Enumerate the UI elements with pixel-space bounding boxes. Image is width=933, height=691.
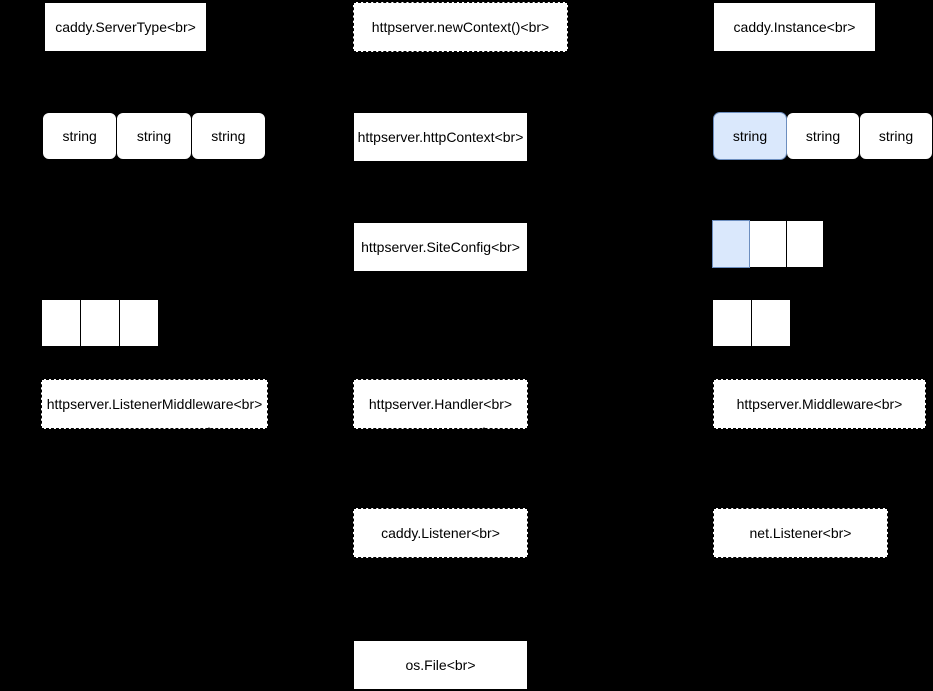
struct-cell-label: string — [805, 128, 841, 144]
struct-cell[interactable] — [749, 220, 787, 268]
node-net-listener[interactable]: net.Listener<br> — [713, 508, 888, 558]
node-label: httpserver.Middleware<br> — [736, 395, 903, 412]
struct-cell-label: string — [878, 128, 914, 144]
struct-cell[interactable] — [119, 299, 159, 347]
struct-instance-empty-three[interactable] — [712, 220, 827, 271]
node-label: caddy.Listener<br> — [381, 524, 500, 541]
struct-cell-selected[interactable]: string — [713, 112, 787, 160]
node-httpserver-httpcontext[interactable]: httpserver.httpContext<br> — [353, 112, 528, 162]
struct-cell-label: string — [62, 128, 97, 144]
node-label: httpserver.newContext()<br> — [371, 18, 550, 35]
arrow-strings-to-empty — [730, 211, 738, 217]
node-label: httpserver.Handler<br> — [368, 395, 513, 412]
struct-cell[interactable] — [751, 299, 791, 347]
edge-listener-to-osfile — [440, 558, 441, 638]
arrow-listener-to-osfile — [436, 634, 444, 640]
struct-servertype-strings[interactable]: string string string — [42, 112, 269, 163]
edge-instance-to-strings — [860, 52, 861, 107]
struct-cell[interactable] — [80, 299, 120, 347]
arrow-httpcontext-to-siteconfig — [436, 213, 444, 219]
struct-instance-strings[interactable]: string string string — [713, 112, 933, 163]
struct-cell[interactable] — [712, 299, 752, 347]
struct-cell[interactable]: string — [859, 112, 933, 160]
struct-cell[interactable]: string — [190, 112, 266, 160]
struct-cell-label: string — [211, 128, 246, 144]
node-label: caddy.Instance<br> — [733, 18, 856, 35]
struct-middleware-empty-two[interactable] — [712, 299, 794, 350]
struct-cell[interactable] — [41, 299, 81, 347]
node-os-file[interactable]: os.File<br> — [353, 640, 528, 690]
struct-cell-label: string — [732, 128, 768, 144]
arrow-handler-to-listener — [480, 427, 488, 433]
arrow-newcontext-to-httpcontext — [436, 105, 444, 111]
arrow-servertype-to-strings-b — [187, 104, 195, 110]
node-label: os.File<br> — [405, 656, 476, 673]
node-caddy-listener[interactable]: caddy.Listener<br> — [353, 508, 528, 558]
arrow-empty-to-lmw — [130, 290, 138, 296]
node-label: httpserver.ListenerMiddleware<br> — [46, 395, 263, 412]
edge-siteconfig-to-handler — [440, 272, 441, 375]
edge-handler-to-listener — [484, 429, 485, 437]
node-label: httpserver.SiteConfig<br> — [361, 238, 520, 255]
struct-cell[interactable] — [786, 220, 824, 268]
edge-servertype-to-strings — [125, 52, 126, 107]
node-httpserver-handler[interactable]: httpserver.Handler<br> — [353, 379, 528, 429]
node-httpserver-newcontext[interactable]: httpserver.newContext()<br> — [353, 2, 568, 52]
node-httpserver-middleware[interactable]: httpserver.Middleware<br> — [713, 379, 926, 429]
arrow-siteconfig-to-handler — [436, 371, 444, 377]
edge-lmw-up — [209, 429, 210, 437]
node-caddy-instance[interactable]: caddy.Instance<br> — [713, 2, 876, 52]
node-httpserver-listenermiddleware[interactable]: httpserver.ListenerMiddleware<br> — [41, 379, 268, 429]
edge-strings-to-empty — [734, 160, 735, 215]
edge-httpcontext-to-siteconfig — [440, 162, 441, 217]
struct-cell[interactable]: string — [116, 112, 192, 160]
struct-cell-selected[interactable] — [712, 220, 750, 268]
node-httpserver-siteconfig[interactable]: httpserver.SiteConfig<br> — [353, 222, 528, 272]
node-label: httpserver.httpContext<br> — [357, 128, 524, 145]
struct-listener-empty-three[interactable] — [41, 299, 162, 350]
node-caddy-servertype[interactable]: caddy.ServerType<br> — [44, 2, 207, 52]
struct-cell[interactable]: string — [42, 112, 118, 160]
node-label: net.Listener<br> — [749, 524, 852, 541]
node-label: caddy.ServerType<br> — [55, 18, 196, 35]
edge-servertype-to-strings-b — [191, 52, 192, 107]
struct-cell[interactable]: string — [786, 112, 860, 160]
arrow-lmw-up — [205, 427, 213, 433]
arrow-instance-to-strings — [856, 104, 864, 110]
struct-cell-label: string — [136, 128, 172, 144]
arrow-servertype-to-strings — [121, 104, 129, 110]
edge-newcontext-to-httpcontext — [440, 52, 441, 110]
edge-empty-to-lmw — [134, 347, 135, 377]
